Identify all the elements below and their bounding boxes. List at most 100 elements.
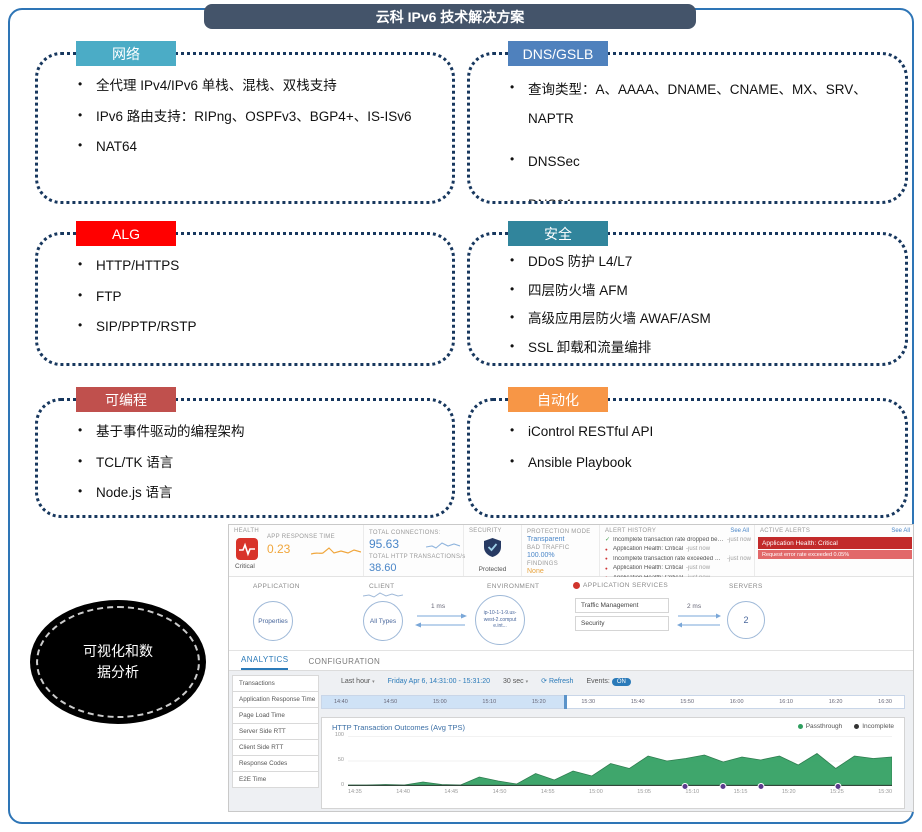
connections-sparkline <box>426 542 460 549</box>
event-marker[interactable] <box>834 783 842 790</box>
legend-item[interactable]: Incomplete <box>854 723 894 730</box>
active-alerts-see-all[interactable]: See All <box>891 528 910 534</box>
environment-header: ENVIRONMENT <box>487 583 540 590</box>
interval-value: 30 sec <box>503 677 524 685</box>
date-range[interactable]: Friday Apr 6, 14:31:00 - 15:31:20 <box>387 677 491 685</box>
client-node[interactable]: All Types <box>363 601 403 641</box>
feature-box-programmable-bullets: 基于事件驱动的编程架构TCL/TK 语言Node.js 语言 <box>38 401 452 515</box>
timeline-tick: 15:10 <box>482 699 497 705</box>
events-state: ON <box>611 677 631 686</box>
event-markers-layer <box>348 736 892 790</box>
metrics-nav-item[interactable]: Page Load Time <box>232 707 319 724</box>
visualization-callout-text: 可视化和数据分析 <box>83 643 153 680</box>
event-marker[interactable] <box>719 783 727 790</box>
timeline-tick: 16:30 <box>878 699 892 705</box>
total-http-transactions-label: TOTAL HTTP TRANSACTIONS/s <box>369 554 466 560</box>
f5-ball-icon <box>573 582 580 589</box>
timeline-tick: 14:40 <box>334 699 348 705</box>
range-value: Last hour <box>341 677 371 685</box>
alert-text: Incomplete transaction rate exceeded 0.0… <box>613 555 724 562</box>
event-marker[interactable] <box>681 783 689 790</box>
health-status: Critical <box>235 563 255 570</box>
alert-history-item: Application Health: Critical -just now <box>605 546 751 554</box>
alert-status-icon <box>605 546 613 554</box>
service-item[interactable]: Security <box>575 616 669 631</box>
bullet-item: SIP/PPTP/RSTP <box>76 316 430 338</box>
chevron-down-icon: ▾ <box>525 678 529 685</box>
feature-box-automation-label: 自动化 <box>508 387 608 412</box>
y-tick: 50 <box>337 757 344 763</box>
bullet-item: 四层防火墙 AFM <box>508 280 883 302</box>
service-item[interactable]: Traffic Management <box>575 598 669 613</box>
transactions-chart-card: HTTP Transaction Outcomes (Avg TPS) Pass… <box>321 717 905 809</box>
timeline-tick: 16:20 <box>828 699 843 705</box>
legend-label: Passthrough <box>805 723 843 730</box>
feature-box-dns-gslb: DNS/GSLB 查询类型：A、AAAA、DNAME、CNAME、MX、SRV、… <box>467 41 908 204</box>
bullet-item: IPv6 路由支持：RIPng、OSPFv3、BGP4+、IS-ISv6 <box>76 106 430 128</box>
timeline-selection[interactable] <box>322 695 568 709</box>
metrics-nav-item[interactable]: Client Side RTT <box>232 739 319 756</box>
metrics-bar: HEALTH Critical APP RESPONSE TIME 0.23 T… <box>229 525 915 581</box>
servers-node[interactable]: 2 <box>727 601 765 639</box>
bullet-item: 全代理 IPv4/IPv6 单栈、混栈、双栈支持 <box>76 75 430 97</box>
health-label: HEALTH <box>234 528 260 534</box>
security-section: SECURITY Protected <box>464 525 522 576</box>
alert-time: -just now <box>686 546 711 552</box>
range-dropdown[interactable]: Last hour ▾ <box>341 678 375 685</box>
alert-history-item: Incomplete transaction rate exceeded 0.0… <box>605 555 751 563</box>
bullet-item: iControl RESTful API <box>508 421 883 443</box>
metrics-nav-item[interactable]: E2E Time <box>232 771 319 788</box>
bullet-item: 高级应用层防火墙 AWAF/ASM <box>508 308 883 330</box>
events-toggle[interactable]: Events:ON <box>586 677 631 686</box>
application-path-bar: APPLICATION Properties CLIENT All Types … <box>229 577 913 651</box>
x-tick: 15:15 <box>733 789 748 795</box>
timeline-tick: 15:30 <box>581 699 596 705</box>
active-alerts-section: ACTIVE ALERTS See All Application Health… <box>755 525 915 576</box>
alert-text: Application Health: Critical <box>613 546 684 552</box>
feature-box-network-label: 网络 <box>76 41 176 66</box>
page-title: 云科 IPv6 技术解决方案 <box>204 4 696 29</box>
bullet-item: NAT64 <box>76 136 430 158</box>
alert-time: -just now <box>686 565 711 571</box>
timeline-tick: 16:10 <box>779 699 793 705</box>
x-tick: 14:50 <box>492 789 507 795</box>
active-alert-secondary: Request error rate exceeded 0.05% <box>758 550 912 559</box>
alert-history-title: ALERT HISTORY <box>605 528 657 534</box>
environment-node[interactable]: ip-10-1-1-9.us-west-2.compute.int... <box>475 595 525 645</box>
metrics-nav-item[interactable]: Server Side RTT <box>232 723 319 740</box>
tab-configuration[interactable]: CONFIGURATION <box>308 657 381 666</box>
security-status: Protected <box>478 566 507 573</box>
application-node[interactable]: Properties <box>253 601 293 641</box>
protection-section: PROTECTION MODE Transparent BAD TRAFFIC … <box>522 525 600 576</box>
response-time-sparkline <box>311 547 361 555</box>
metrics-nav-item[interactable]: Response Codes <box>232 755 319 772</box>
application-services-header: APPLICATION SERVICES <box>573 582 668 589</box>
refresh-button[interactable]: ⟳ Refresh <box>541 677 573 685</box>
timeline-tick: 15:20 <box>531 699 546 705</box>
x-tick: 15:05 <box>637 789 651 795</box>
legend-item[interactable]: Passthrough <box>797 723 843 730</box>
event-marker[interactable] <box>757 783 765 790</box>
passthrough-area <box>348 753 892 786</box>
analytics-dashboard: HEALTH Critical APP RESPONSE TIME 0.23 T… <box>228 524 914 812</box>
y-tick: 100 <box>334 732 344 738</box>
metrics-nav-item[interactable]: Transactions <box>232 675 319 692</box>
interval-dropdown[interactable]: 30 sec ▾ <box>503 678 528 685</box>
alert-status-icon <box>605 565 613 573</box>
feature-box-dns-gslb-bullets: 查询类型：A、AAAA、DNAME、CNAME、MX、SRV、NAPTRDNSS… <box>470 55 905 201</box>
client-sparkline <box>363 592 403 598</box>
alert-history-see-all[interactable]: See All <box>730 528 749 534</box>
metrics-nav-item[interactable]: Application Response Time <box>232 691 319 708</box>
security-label: SECURITY <box>469 528 502 534</box>
active-alerts-title: ACTIVE ALERTS <box>760 528 811 534</box>
visualization-callout: 可视化和数据分析 <box>30 600 206 724</box>
feature-box-programmable-label: 可编程 <box>76 387 176 412</box>
protection-mode-label: PROTECTION MODE <box>527 529 591 535</box>
bullet-item: HTTP/HTTPS <box>76 255 430 277</box>
alert-history-list: Incomplete transaction rate dropped belo… <box>605 537 751 582</box>
connections-section: TOTAL CONNECTIONS: 95.63 TOTAL HTTP TRAN… <box>364 525 466 576</box>
tab-analytics[interactable]: ANALYTICS <box>241 655 289 670</box>
bullet-item: DNSSec <box>508 147 883 176</box>
